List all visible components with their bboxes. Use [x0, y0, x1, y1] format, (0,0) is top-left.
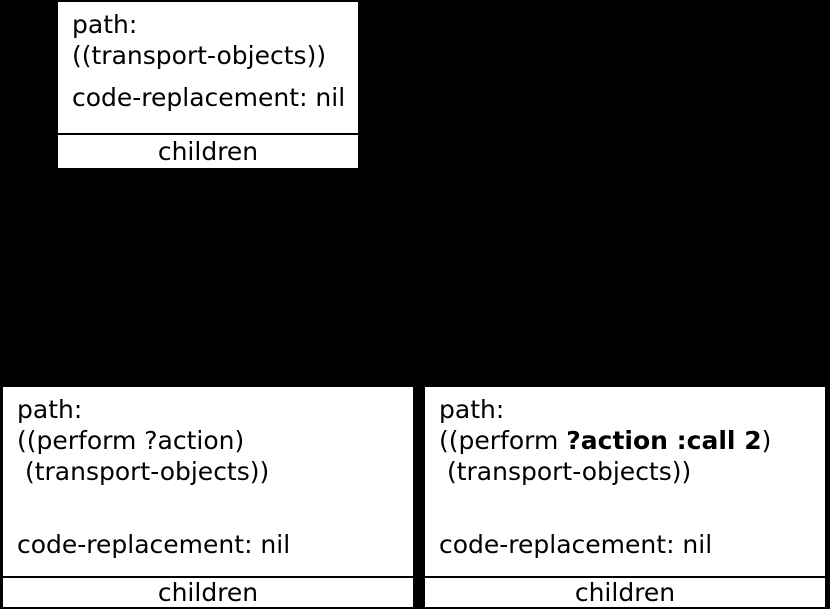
node-body: path: ((perform ?action :call 2) (transp… [425, 387, 825, 576]
plan-node-bottom-right[interactable]: path: ((perform ?action :call 2) (transp… [423, 385, 827, 609]
path-label-line: path: [72, 10, 138, 39]
path-expr-suffix: ) [761, 426, 772, 455]
plan-node-top[interactable]: path: ((transport-objects)) code-replace… [56, 0, 360, 170]
children-bar[interactable]: children [425, 576, 825, 607]
code-replacement-line: code-replacement: nil [72, 83, 346, 112]
path-label-line: path: [439, 395, 505, 424]
path-expr-line: ((transport-objects)) [72, 41, 327, 70]
path-blank-line [439, 487, 811, 518]
plan-node-bottom-left[interactable]: path: ((perform ?action) (transport-obje… [1, 385, 415, 609]
path-expr-prefix: ((perform [439, 426, 567, 455]
children-bar[interactable]: children [3, 576, 413, 607]
code-replacement-line: code-replacement: nil [17, 530, 291, 559]
path-expr-line-1: ((perform ?action :call 2) [439, 425, 811, 456]
children-label: children [574, 578, 676, 607]
node-body: path: ((perform ?action) (transport-obje… [3, 387, 413, 576]
path-expr-line-2: (transport-objects)) [439, 457, 692, 486]
node-body: path: ((transport-objects)) code-replace… [58, 2, 358, 133]
children-bar[interactable]: children [58, 133, 358, 168]
path-expr-line-1: ((perform ?action) [17, 426, 245, 455]
path-label-line: path: [17, 395, 83, 424]
path-blank-line [17, 487, 399, 518]
children-label: children [157, 137, 259, 166]
path-expr-line-2: (transport-objects)) [17, 457, 270, 486]
path-expr-bold-segment: ?action :call 2 [566, 426, 762, 455]
code-replacement-line: code-replacement: nil [439, 530, 713, 559]
children-label: children [157, 578, 259, 607]
